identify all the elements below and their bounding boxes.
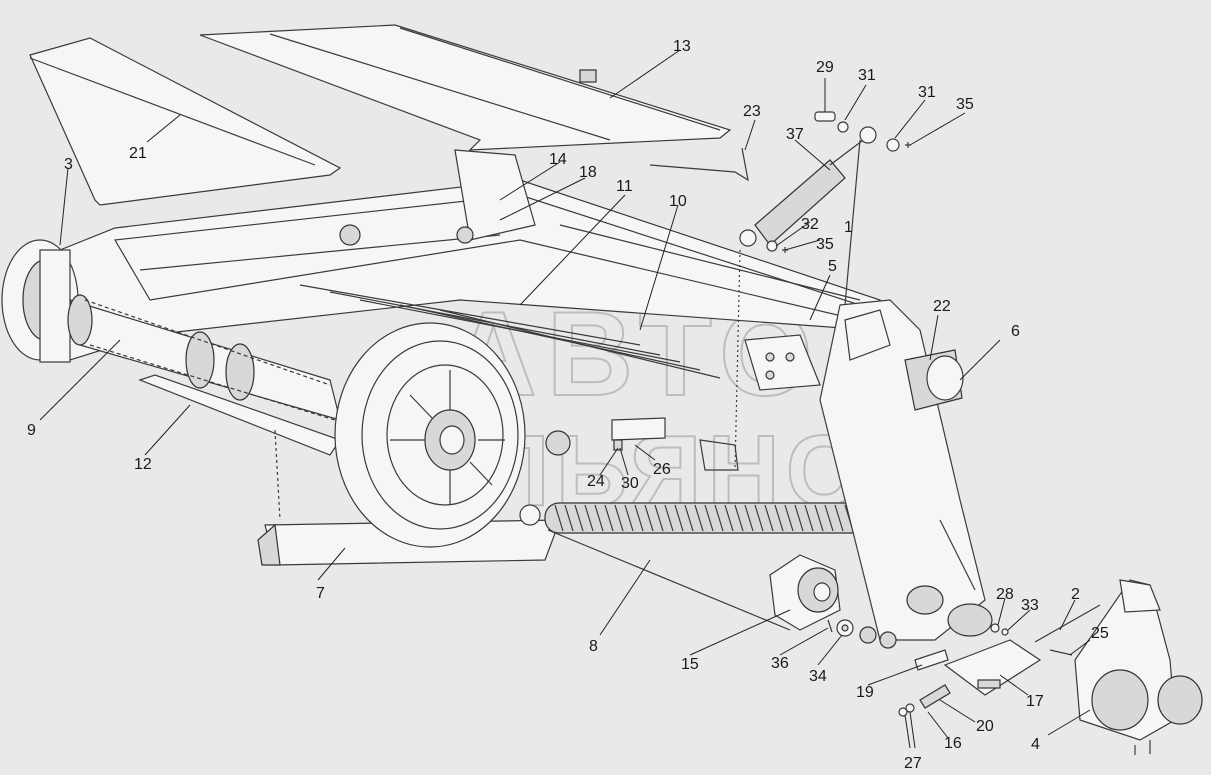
callout-7: 7 bbox=[316, 585, 325, 602]
callout-14: 14 bbox=[549, 151, 567, 168]
leader-lines bbox=[39, 49, 1091, 749]
main-frame bbox=[59, 149, 881, 379]
callout-27: 27 bbox=[904, 755, 922, 772]
callout-8: 8 bbox=[589, 638, 598, 655]
cable-8 bbox=[547, 529, 791, 631]
bolt-25 bbox=[1049, 649, 1073, 656]
callout-13: 13 bbox=[673, 38, 691, 55]
callout-36: 36 bbox=[771, 655, 789, 672]
callout-15: 15 bbox=[681, 656, 699, 673]
spring-20 bbox=[898, 684, 951, 717]
callout-25: 25 bbox=[1091, 625, 1109, 642]
drum-3 bbox=[1, 239, 79, 363]
callout-31-right: 31 bbox=[918, 84, 936, 101]
callout-28: 28 bbox=[996, 586, 1014, 603]
callout-33: 33 bbox=[1021, 597, 1039, 614]
callout-35-mid: 35 bbox=[816, 236, 834, 253]
callout-32: 32 bbox=[801, 216, 819, 233]
callout-37: 37 bbox=[786, 126, 804, 143]
callout-6: 6 bbox=[1011, 323, 1020, 340]
link-1 bbox=[844, 139, 861, 306]
callout-31-top: 31 bbox=[858, 67, 876, 84]
housing-4 bbox=[1074, 579, 1203, 755]
plate-21 bbox=[29, 37, 342, 206]
side-plate bbox=[744, 334, 821, 391]
callout-22: 22 bbox=[933, 298, 951, 315]
callout-17: 17 bbox=[1026, 693, 1044, 710]
pin-36 bbox=[827, 619, 833, 633]
shaft-9 bbox=[67, 294, 341, 421]
callout-1: 1 bbox=[844, 219, 853, 236]
callout-5: 5 bbox=[828, 258, 837, 275]
callout-34: 34 bbox=[809, 668, 827, 685]
callout-12: 12 bbox=[134, 456, 152, 473]
callout-23: 23 bbox=[743, 103, 761, 120]
callout-11: 11 bbox=[616, 178, 633, 195]
guide-line bbox=[734, 249, 741, 471]
callout-20: 20 bbox=[976, 718, 994, 735]
pins-29-31 bbox=[766, 111, 911, 253]
callout-16: 16 bbox=[944, 735, 962, 752]
callout-3: 3 bbox=[64, 156, 73, 173]
callout-19: 19 bbox=[856, 684, 874, 701]
callout-10: 10 bbox=[669, 193, 687, 210]
callout-4: 4 bbox=[1031, 736, 1040, 753]
lever-assembly bbox=[819, 299, 993, 649]
nut-28 bbox=[990, 623, 1000, 633]
rod-23 bbox=[649, 147, 749, 182]
callout-2: 2 bbox=[1071, 586, 1080, 603]
callout-26: 26 bbox=[653, 461, 671, 478]
plate-13 bbox=[199, 24, 732, 151]
bushing bbox=[545, 430, 571, 456]
callout-labels: 1 2 3 4 5 6 7 8 9 10 11 12 13 14 15 16 1… bbox=[27, 38, 1109, 772]
callout-30: 30 bbox=[621, 475, 639, 492]
pulley bbox=[334, 322, 526, 548]
callout-35-top: 35 bbox=[956, 96, 974, 113]
pin-19 bbox=[914, 649, 949, 671]
cylinder-37 bbox=[739, 126, 877, 247]
spring bbox=[519, 502, 886, 534]
gear-15 bbox=[769, 554, 841, 631]
callout-18: 18 bbox=[579, 164, 597, 181]
bolt-2 bbox=[1034, 604, 1101, 643]
bracket-17 bbox=[943, 639, 1042, 696]
washer-34 bbox=[836, 619, 854, 637]
callout-24: 24 bbox=[587, 473, 605, 490]
callout-9: 9 bbox=[27, 422, 36, 439]
washer-33 bbox=[1001, 628, 1009, 636]
callout-29: 29 bbox=[816, 59, 834, 76]
bracket-26 bbox=[611, 417, 666, 451]
small-pin bbox=[699, 439, 739, 471]
callout-21: 21 bbox=[129, 145, 147, 162]
